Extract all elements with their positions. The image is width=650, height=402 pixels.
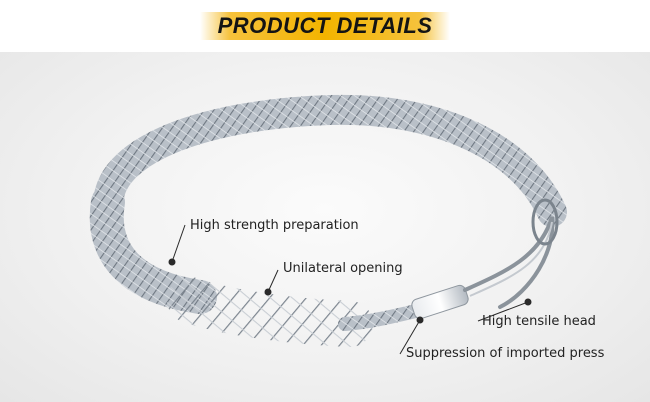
- product-photo: High strength preparation Unilateral ope…: [0, 52, 650, 402]
- metal-sleeve: [411, 284, 469, 320]
- header-band: PRODUCT DETAILS: [0, 0, 650, 52]
- mesh-mouth: [531, 198, 559, 246]
- mesh-taper: [338, 303, 427, 331]
- title-banner-highlight: [200, 12, 450, 40]
- callout-leaders: [168, 224, 532, 355]
- wire-loop-head: [463, 216, 555, 309]
- callout-high-tensile-head: High tensile head: [482, 314, 596, 329]
- page-title: PRODUCT DETAILS: [217, 13, 433, 38]
- mesh-open-section: [167, 277, 373, 347]
- callout-suppression-of-imported-press: Suppression of imported press: [406, 346, 605, 361]
- cable-grip-illustration: [89, 94, 567, 355]
- callout-unilateral-opening: Unilateral opening: [283, 261, 403, 276]
- callout-high-strength-preparation: High strength preparation: [190, 218, 359, 233]
- mesh-loop-upper: [93, 94, 567, 227]
